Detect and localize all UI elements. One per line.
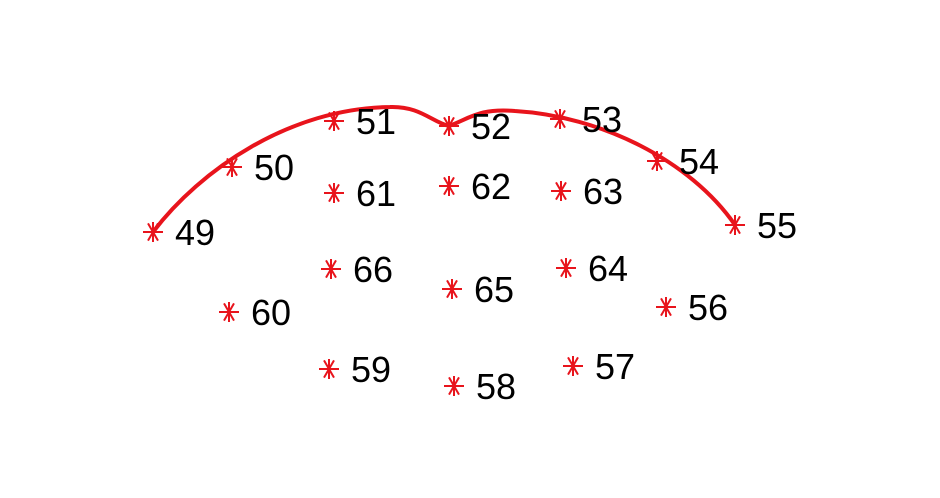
landmark-50: 50 [222,147,294,188]
landmark-label-62: 62 [471,166,511,207]
landmark-marker-66 [321,259,341,279]
landmark-label-53: 53 [582,99,622,140]
landmark-label-63: 63 [583,171,623,212]
landmark-label-64: 64 [588,248,628,289]
landmark-label-58: 58 [476,366,516,407]
landmark-label-56: 56 [688,287,728,328]
landmark-label-57: 57 [595,346,635,387]
landmark-marker-59 [319,359,339,379]
landmark-49: 49 [143,212,215,253]
landmark-marker-52 [439,116,459,136]
landmark-53: 53 [550,99,622,140]
landmark-label-49: 49 [175,212,215,253]
landmark-label-54: 54 [679,141,719,182]
landmark-label-66: 66 [353,249,393,290]
landmark-51: 51 [324,101,396,142]
landmark-points: 49 50 51 52 53 54 55 56 57 58 59 60 61 62 63 64 65 66 [143,99,797,407]
landmark-marker-58 [444,376,464,396]
landmark-marker-61 [324,183,344,203]
landmark-60: 60 [219,292,291,333]
landmark-marker-50 [222,157,242,177]
landmark-marker-63 [551,181,571,201]
landmark-marker-49 [143,222,163,242]
landmark-52: 52 [439,106,511,147]
landmark-56: 56 [656,287,728,328]
landmark-marker-54 [647,151,667,171]
landmark-marker-56 [656,297,676,317]
landmark-55: 55 [725,205,797,246]
landmark-57: 57 [563,346,635,387]
landmark-62: 62 [439,166,511,207]
landmark-marker-53 [550,109,570,129]
landmark-marker-65 [442,279,462,299]
landmark-label-59: 59 [351,349,391,390]
landmark-marker-60 [219,302,239,322]
landmark-58: 58 [444,366,516,407]
landmark-label-61: 61 [356,173,396,214]
landmark-label-52: 52 [471,106,511,147]
landmark-marker-57 [563,356,583,376]
landmark-label-60: 60 [251,292,291,333]
landmark-64: 64 [556,248,628,289]
landmark-marker-62 [439,176,459,196]
landmark-marker-55 [725,215,745,235]
landmark-61: 61 [324,173,396,214]
landmark-59: 59 [319,349,391,390]
landmark-63: 63 [551,171,623,212]
landmark-label-50: 50 [254,147,294,188]
landmark-66: 66 [321,249,393,290]
landmark-label-65: 65 [474,269,514,310]
landmark-marker-51 [324,111,344,131]
landmark-54: 54 [647,141,719,182]
landmark-label-55: 55 [757,205,797,246]
landmark-marker-64 [556,258,576,278]
landmark-65: 65 [442,269,514,310]
landmark-label-51: 51 [356,101,396,142]
